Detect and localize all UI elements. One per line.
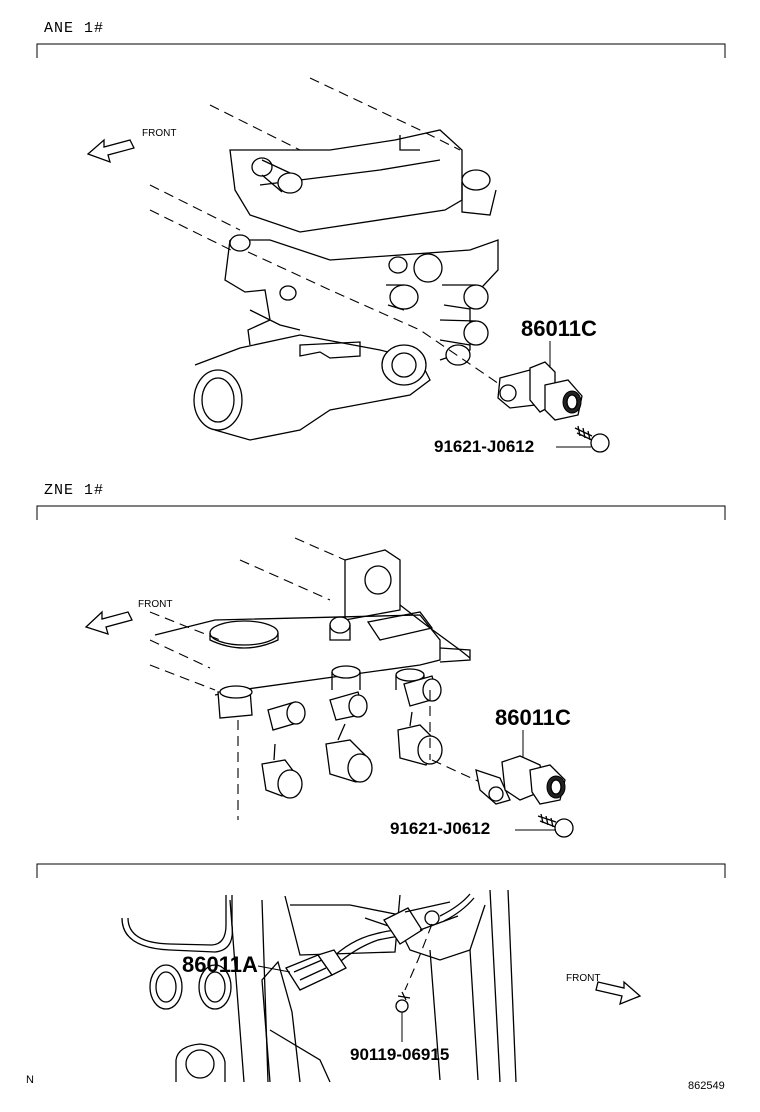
zne-bolt-91621 — [537, 813, 574, 838]
ane-bolt-91621 — [574, 425, 610, 453]
front-arrow-icon-zne — [84, 610, 133, 635]
zne-sensor-86011c — [475, 755, 566, 805]
front-arrow-icon — [86, 138, 135, 164]
lower-engine-bay — [121, 889, 517, 1083]
part-number-86011c-ane[interactable]: 86011C — [521, 316, 597, 341]
part-number-86011c-zne[interactable]: 86011C — [495, 705, 571, 730]
front-label-lower: FRONT — [566, 973, 601, 984]
ane-sensor-86011c — [497, 361, 583, 421]
zne-leader-lines — [515, 730, 556, 831]
part-number-90119[interactable]: 90119-06915 — [350, 1045, 450, 1064]
part-number-91621-zne[interactable]: 91621-J0612 — [390, 819, 491, 838]
footer-left-mark: N — [26, 1074, 34, 1086]
part-number-91621-ane[interactable]: 91621-J0612 — [434, 437, 535, 456]
lower-connector-86011a — [285, 949, 347, 991]
drawing-number: 862549 — [688, 1080, 725, 1092]
section-label-ane: ANE 1# — [44, 20, 105, 37]
ane-cylinder-head — [149, 77, 506, 441]
section-frame-ane — [36, 43, 726, 58]
section-label-zne: ZNE 1# — [44, 482, 105, 499]
front-label-zne: FRONT — [138, 599, 173, 610]
ane-leader-lines — [549, 341, 591, 448]
front-arrow-icon-lower — [595, 980, 642, 1006]
section-frame-zne — [36, 505, 726, 520]
zne-cylinder-head — [149, 537, 481, 820]
section-frame-lower — [36, 863, 726, 878]
part-number-86011a[interactable]: 86011A — [182, 952, 258, 977]
lower-leader-lines — [257, 965, 403, 1042]
front-label-ane: FRONT — [142, 128, 177, 139]
lower-bolt-90119 — [395, 991, 411, 1013]
